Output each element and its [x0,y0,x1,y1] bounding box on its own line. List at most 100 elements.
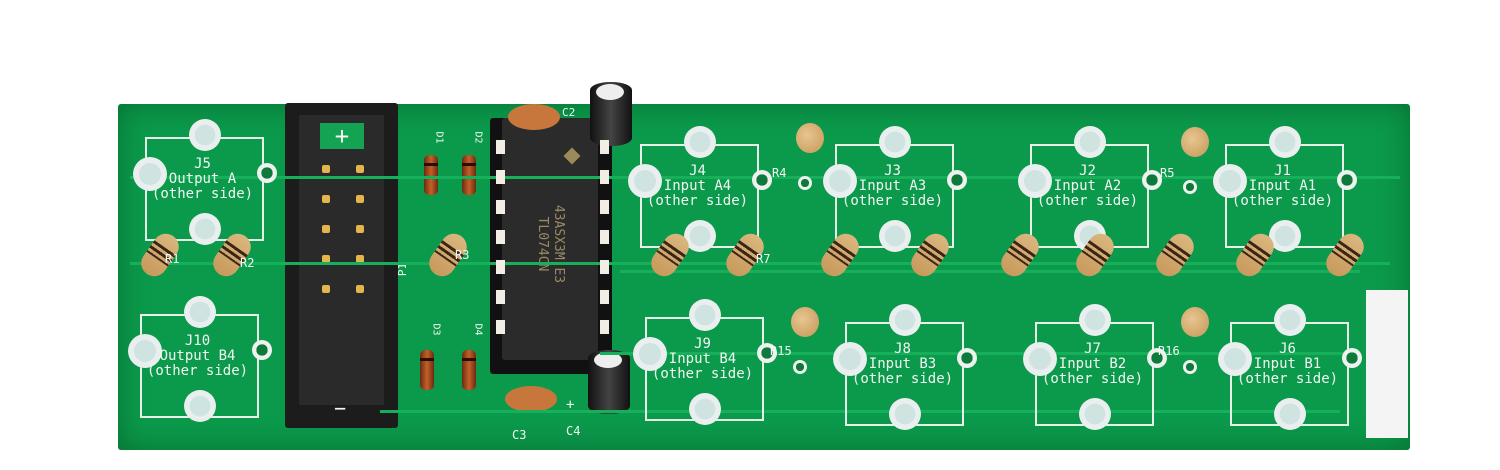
ic-pin [496,320,505,334]
jack-pad-right [752,170,772,190]
ic-part-number: TL074CN [535,216,550,272]
jack-pad-top [684,126,716,158]
jack-pad-bottom [1079,398,1111,430]
jack-pad-top [1074,126,1106,158]
minus-marker: − [333,396,347,420]
ic-pin [496,290,505,304]
ic-pin [496,230,505,244]
r2-label: R2 [240,256,255,270]
d2-label: D2 [472,131,484,144]
jack-name: Input B4 [668,351,737,367]
jack-pad-bottom [189,213,221,245]
jack-pad-bottom [879,220,911,252]
header-pin [356,225,364,233]
ic-pin [496,170,505,184]
jack-pad-right [1147,348,1167,368]
jack-name: Input A2 [1053,178,1122,194]
jack-note: (other side) [151,186,254,202]
ic-pin [600,320,609,334]
ic-pin [600,230,609,244]
jack-pad-top [1269,126,1301,158]
jack-note: (other side) [1231,193,1334,209]
jack-ref: J10 [184,333,211,349]
diode-d1 [424,155,438,195]
jack-pad-bottom [184,390,216,422]
resistor-upright [1181,127,1209,157]
jack-pad-top [689,299,721,331]
jack-note: (other side) [1236,371,1339,387]
resistor-upright [791,307,819,337]
pcb-trace [380,410,1340,413]
electrolytic-capacitor-c4 [588,350,630,414]
ti-logo-icon [563,147,581,165]
header-pin [322,255,330,263]
jack-name: Input A4 [663,178,732,194]
jack-note: (other side) [1041,371,1144,387]
idc-header-connector: + − [285,103,398,428]
header-pin [356,285,364,293]
header-pin [322,285,330,293]
jack-pad-left [823,164,857,198]
jack-ref: J2 [1079,163,1096,179]
jack-ref: J1 [1274,163,1291,179]
jack-pad-left [633,337,667,371]
r4-label: R4 [772,166,787,180]
jack-name: Input A1 [1248,178,1317,194]
jack-name: Output A [168,171,237,187]
white-label-strip [1366,290,1408,438]
header-pin [356,255,364,263]
jack-pad-left [628,164,662,198]
jack-note: (other side) [146,363,249,379]
header-pin [322,195,330,203]
jack-pad-right [1342,348,1362,368]
jack-ref: J4 [689,163,706,179]
ceramic-capacitor-c3 [505,386,557,412]
jack-pad-top [1274,304,1306,336]
jack-ref: J3 [884,163,901,179]
jack-pad-top [879,126,911,158]
r15-label: R15 [770,344,792,358]
jack-name: Input B2 [1058,356,1127,372]
jack-pad-left [1213,164,1247,198]
pcb-trace [620,270,1360,273]
jack-ref: J5 [194,156,211,172]
ic-batch-code: 43ASX3M E3 [551,204,566,284]
jack-pad-right [1337,170,1357,190]
solder-pad [1183,180,1197,194]
c4-label: C4 [566,424,581,438]
d3-label: D3 [430,323,442,336]
diode-d3 [420,350,434,390]
ic-chip: 43ASX3M E3 TL074CN [502,118,598,360]
ic-pin [496,260,505,274]
solder-pad [798,176,812,190]
c4-plus: + [566,397,575,413]
jack-name: Input A3 [858,178,927,194]
d4-label: D4 [472,323,484,336]
jack-pad-bottom [684,220,716,252]
jack-pad-right [957,348,977,368]
jack-pad-top [1079,304,1111,336]
c3-label: C3 [512,428,527,442]
jack-pad-top [189,119,221,151]
plus-marker: + [320,123,364,149]
solder-pad [1183,360,1197,374]
header-pin [356,165,364,173]
jack-note: (other side) [1036,193,1139,209]
resistor-upright [1181,307,1209,337]
ic-pin [600,260,609,274]
ic-pin [600,140,609,154]
jack-name: Input B3 [868,356,937,372]
ceramic-capacitor-c2 [508,104,560,130]
jack-name: Input B1 [1253,356,1322,372]
solder-pad [793,360,807,374]
jack-note: (other side) [646,193,749,209]
jack-pad-left [1018,164,1052,198]
r3-label: R3 [455,248,470,262]
jack-pad-left [1023,342,1057,376]
jack-pad-right [757,343,777,363]
